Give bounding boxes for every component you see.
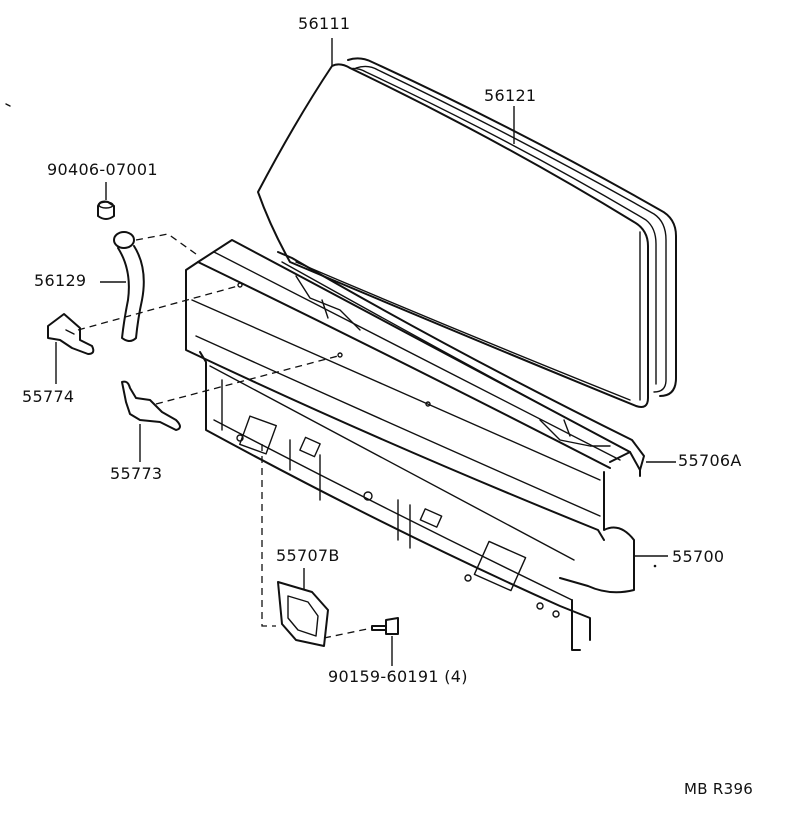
callout-90159-60191: 90159-60191 (4) bbox=[328, 667, 468, 686]
callout-90406-07001: 90406-07001 bbox=[47, 160, 158, 179]
clip-90406 bbox=[97, 200, 115, 220]
callout-55773: 55773 bbox=[110, 464, 163, 483]
callout-56121: 56121 bbox=[484, 86, 537, 105]
callout-55706A: 55706A bbox=[678, 451, 742, 470]
callout-56111: 56111 bbox=[298, 14, 351, 33]
callout-55707B: 55707B bbox=[276, 546, 340, 565]
hose-56129 bbox=[113, 231, 145, 342]
bracket-55774 bbox=[47, 313, 95, 355]
windshield-glass-56111 bbox=[257, 63, 649, 408]
reference-code: MB R396 bbox=[684, 780, 754, 798]
callout-55700: 55700 bbox=[672, 547, 725, 566]
louver-55706A bbox=[277, 251, 645, 471]
gasket-55707B bbox=[277, 581, 329, 647]
callout-56129: 56129 bbox=[34, 271, 87, 290]
callout-55774: 55774 bbox=[22, 387, 75, 406]
screw-90159 bbox=[371, 617, 399, 635]
weatherstrip-56121 bbox=[343, 57, 677, 397]
bracket-55773 bbox=[121, 380, 181, 431]
cowl-panel-55700 bbox=[185, 239, 641, 651]
